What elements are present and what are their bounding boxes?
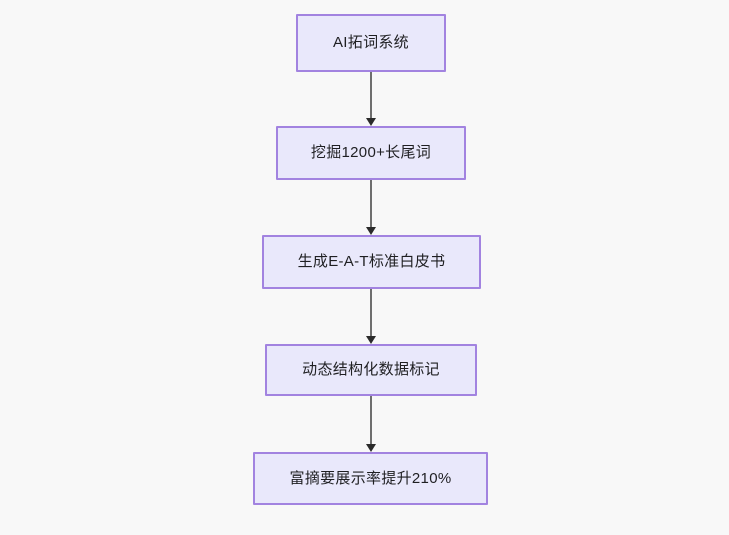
flowchart-node-4-label: 动态结构化数据标记 xyxy=(302,361,440,378)
connector-line-2 xyxy=(370,180,372,227)
flowchart-node-5-label: 富摘要展示率提升210% xyxy=(289,469,452,487)
flowchart-node-2-label: 挖掘1200+长尾词 xyxy=(310,144,432,161)
flowchart-node-3[interactable]: 生成E-A-T标准白皮书 xyxy=(262,235,481,289)
arrowhead-2 xyxy=(366,227,376,235)
flowchart-node-1[interactable]: AI拓词系统 xyxy=(296,14,446,72)
flowchart-node-5[interactable]: 富摘要展示率提升210% xyxy=(253,452,488,505)
connector-line-4 xyxy=(370,396,372,444)
arrowhead-3 xyxy=(366,336,376,344)
flowchart-node-4[interactable]: 动态结构化数据标记 xyxy=(265,344,477,396)
arrowhead-1 xyxy=(366,118,376,126)
flowchart-node-3-label: 生成E-A-T标准白皮书 xyxy=(297,253,446,270)
flowchart-node-1-label: AI拓词系统 xyxy=(333,34,409,51)
arrowhead-4 xyxy=(366,444,376,452)
connector-line-3 xyxy=(370,289,372,336)
connector-line-1 xyxy=(370,72,372,118)
flowchart-node-2[interactable]: 挖掘1200+长尾词 xyxy=(276,126,466,180)
